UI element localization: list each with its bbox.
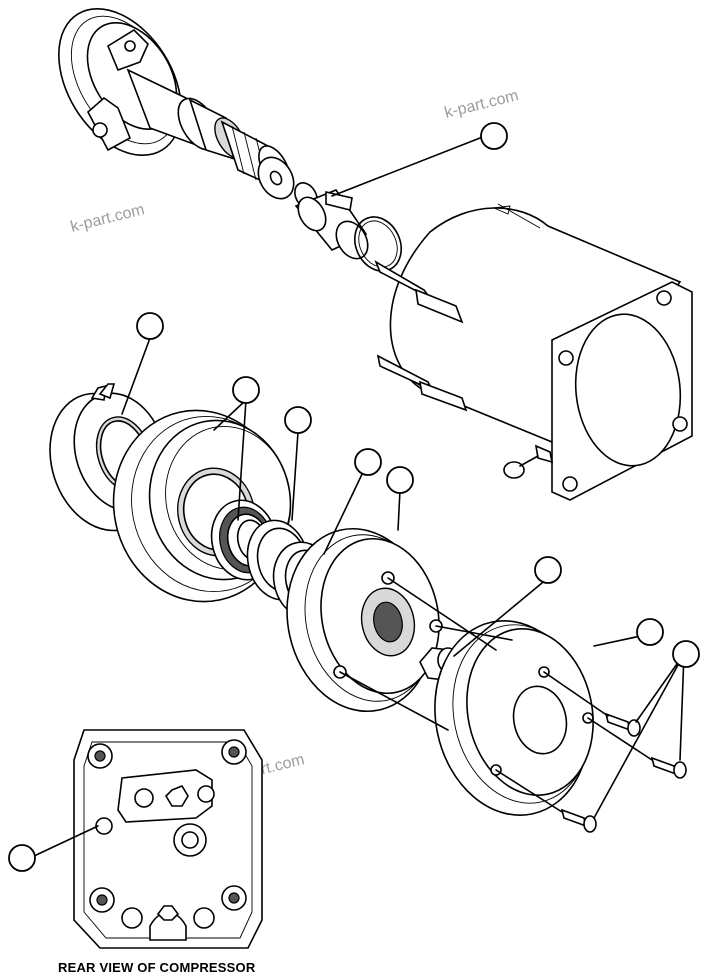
- watermark-left: k-part.com: [69, 201, 146, 236]
- callout-solenoid-valve: [480, 122, 508, 150]
- callout-rear-port: [8, 844, 36, 872]
- valve-body: [58, 7, 246, 162]
- leader-solenoid: [331, 137, 481, 197]
- callout-field-coil: [136, 312, 164, 340]
- callout-armature-plate: [386, 466, 414, 494]
- callout-nut: [534, 556, 562, 584]
- rear-view-compressor: [73, 729, 263, 949]
- callout-bearing: [284, 406, 312, 434]
- dust-cover: [434, 620, 594, 816]
- assembly-guide-lines: [339, 577, 653, 813]
- watermark-top-right: k-part.com: [443, 87, 520, 122]
- mounting-screws: [560, 712, 687, 833]
- solenoid-housing: [374, 203, 693, 501]
- callout-leaders: [121, 337, 685, 819]
- callout-dust-cover: [636, 618, 664, 646]
- leader-rear-port: [33, 825, 99, 857]
- armature-plate: [286, 527, 443, 713]
- callout-screws: [672, 640, 700, 668]
- rear-view-caption: REAR VIEW OF COMPRESSOR: [58, 960, 256, 975]
- callout-retainer-ring: [354, 448, 382, 476]
- callout-pulley: [232, 376, 260, 404]
